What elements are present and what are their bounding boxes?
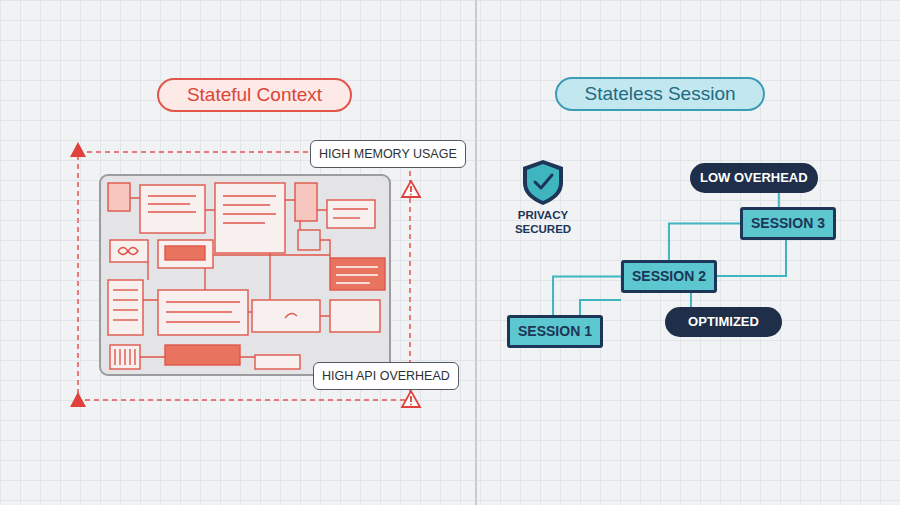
node-text: HIGH MEMORY USAGE: [319, 147, 457, 161]
status-pill: OPTIMIZED: [665, 307, 782, 337]
connector-line: [690, 293, 691, 307]
connector-path: [778, 193, 780, 207]
node-text: SESSION 2: [632, 268, 706, 284]
node-text: Stateless Session: [584, 83, 735, 105]
node-text: SESSION 1: [518, 323, 592, 339]
divider-line: [475, 0, 477, 505]
connector-line: [553, 277, 621, 316]
node-text: HIGH API OVERHEAD: [322, 369, 450, 383]
node-text: OPTIMIZED: [688, 315, 759, 330]
heading-pill: Stateless Session: [555, 77, 765, 111]
connector-path: [553, 277, 621, 316]
shield-icon: [523, 160, 563, 205]
node-text: LOW OVERHEAD: [700, 171, 808, 186]
node-text: Stateful Context: [187, 84, 322, 106]
connector-line: [669, 224, 740, 261]
connector-line: [778, 193, 779, 207]
warning-triangle: [402, 391, 420, 407]
warning-triangle: [402, 181, 420, 197]
warning-triangle: [70, 392, 86, 407]
icon-caption: PRIVACY SECURED: [511, 209, 575, 237]
callout-tag: HIGH API OVERHEAD: [313, 362, 459, 390]
network-wire: [580, 300, 621, 315]
network-wire: [711, 240, 786, 276]
session-box: SESSION 2: [621, 260, 717, 293]
connector-path: [669, 224, 740, 261]
status-pill: LOW OVERHEAD: [690, 163, 818, 193]
session-box: SESSION 1: [507, 315, 603, 348]
session-box: SESSION 3: [740, 207, 836, 240]
connector-path: [690, 293, 692, 307]
warning-triangle: [70, 142, 86, 157]
node-text: SESSION 3: [751, 215, 825, 231]
callout-tag: HIGH MEMORY USAGE: [310, 140, 466, 168]
memory-block: [100, 175, 390, 375]
heading-pill: Stateful Context: [157, 78, 352, 112]
